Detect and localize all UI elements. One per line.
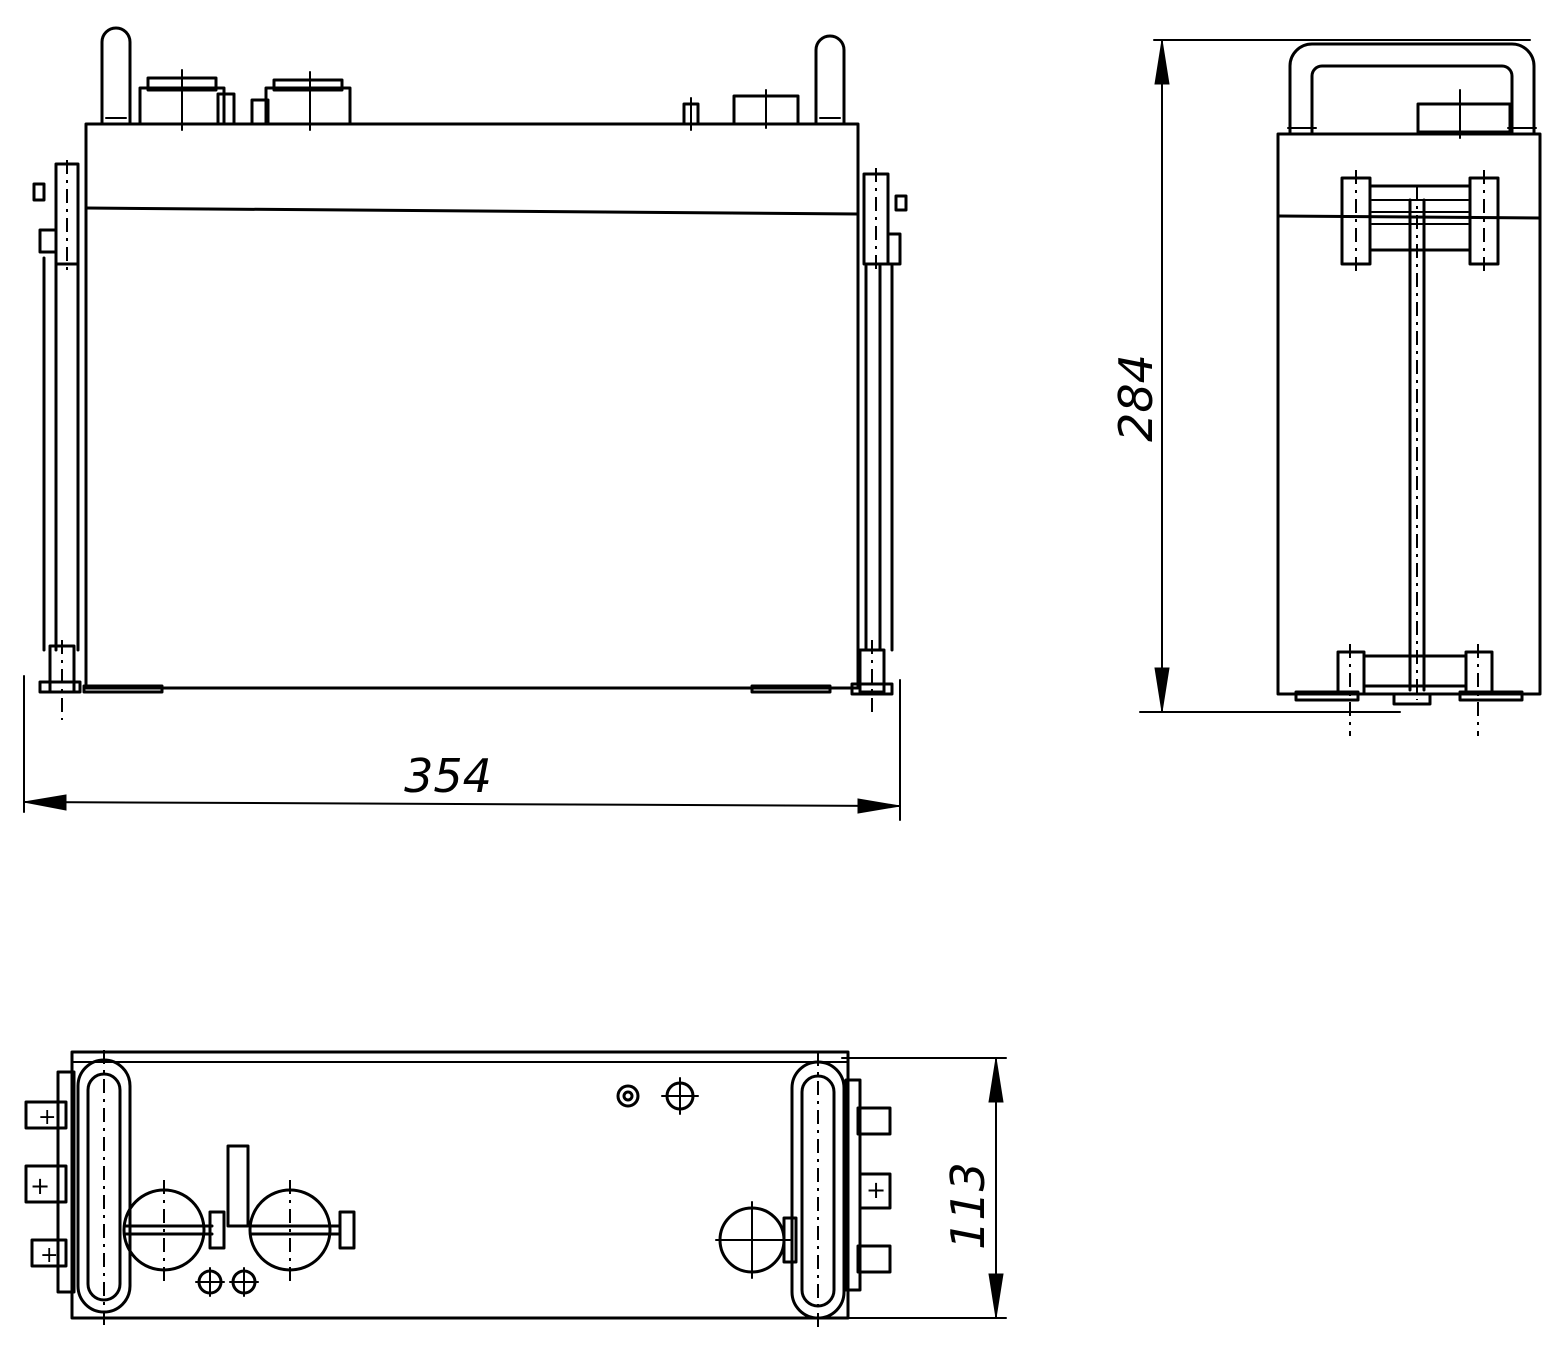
top-cap-knob	[732, 89, 800, 129]
top-view-connector-1	[122, 1180, 226, 1282]
front-foot-right	[750, 684, 832, 694]
right-latch-assembly	[850, 168, 908, 712]
top-view-cap	[715, 1201, 798, 1279]
left-latch-assembly	[32, 160, 82, 720]
dimension-height-label: 284	[1109, 354, 1163, 442]
terminal-mark-1: +	[38, 1105, 56, 1130]
terminal-mark-3: +	[40, 1243, 58, 1268]
top-connector-2	[250, 71, 352, 131]
dimension-depth-label: 113	[941, 1162, 995, 1250]
dimension-width-label: 354	[404, 749, 492, 803]
top-connector-1	[138, 69, 236, 131]
top-view-connector-2	[248, 1180, 356, 1282]
front-handle-right	[814, 34, 846, 126]
dimension-height: 284	[1109, 39, 1531, 713]
side-foot-left	[1294, 690, 1360, 702]
side-center-strap	[1408, 186, 1426, 700]
terminal-mark-2: +	[30, 1172, 50, 1200]
top-view-handle-right	[790, 1052, 846, 1330]
side-top-latch	[1340, 170, 1500, 272]
top-small-terminal	[682, 97, 700, 131]
terminal-mark-4: +	[866, 1176, 886, 1204]
front-handle-left	[100, 26, 132, 126]
right-terminals: +	[844, 1078, 892, 1292]
side-bottom-latch	[1336, 644, 1494, 736]
dimension-width: 354	[23, 675, 901, 821]
side-view: 284	[1109, 39, 1542, 736]
side-foot-right	[1458, 690, 1524, 702]
front-foot-left	[82, 684, 164, 694]
top-view-screws	[195, 1077, 699, 1297]
front-view: 354	[23, 26, 908, 821]
left-terminals: + + +	[24, 1070, 76, 1294]
side-carry-handle	[1287, 42, 1537, 136]
side-foot-center	[1392, 692, 1432, 706]
top-view-switch	[226, 1144, 250, 1228]
side-cap-knob	[1416, 89, 1512, 139]
top-view: + + + +	[24, 1050, 1007, 1330]
dimension-depth: 113	[841, 1057, 1007, 1319]
top-view-handle-left	[76, 1050, 132, 1326]
